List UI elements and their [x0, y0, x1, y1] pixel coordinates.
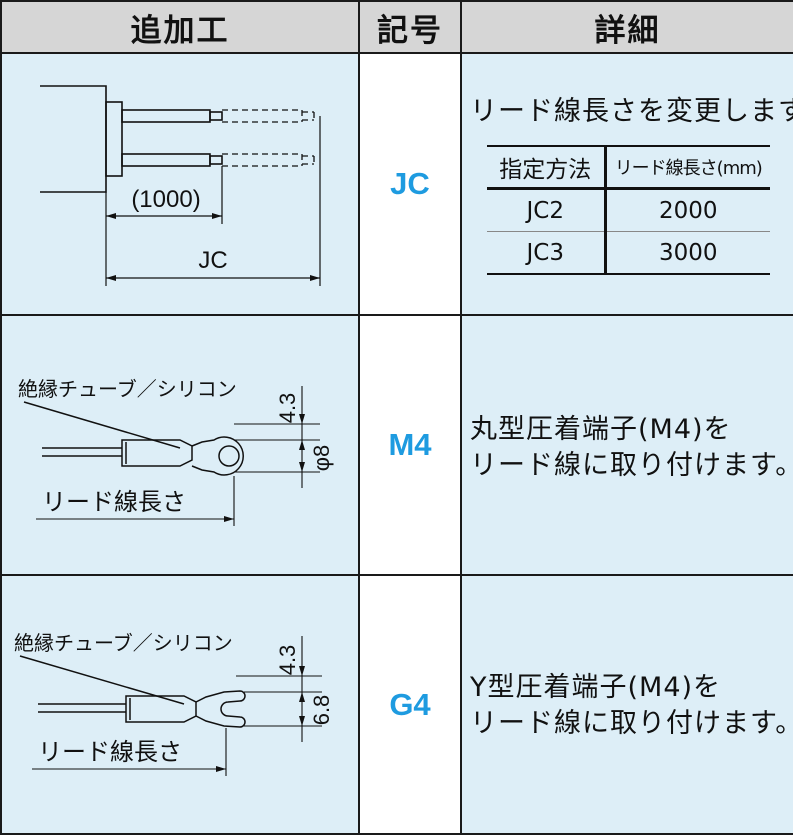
- code-jc: JC: [358, 52, 462, 316]
- m4-ring-terminal-diagram: 絶縁チューブ／シリコン: [18, 377, 334, 526]
- m4-dim-diameter: φ8: [309, 445, 334, 472]
- g4-figure-cell: 絶縁チューブ／シリコン: [0, 574, 360, 835]
- m4-tube-label: 絶縁チューブ／シリコン: [18, 377, 237, 401]
- g4-wire-length-label: リード線長さ: [38, 738, 182, 766]
- jc-dim-inner-label: (1000): [131, 186, 200, 213]
- spec-cell-length: 3000: [605, 231, 770, 275]
- code-g4: G4: [358, 574, 462, 835]
- spec-header-length: リード線長さ(mm): [605, 145, 770, 190]
- spec-row: JC2 2000: [487, 188, 770, 232]
- g4-tube-label: 絶縁チューブ／シリコン: [14, 631, 233, 655]
- row-g4: 絶縁チューブ／シリコン: [0, 574, 793, 835]
- spec-cell-method: JC3: [487, 231, 607, 275]
- row-m4: 絶縁チューブ／シリコン: [0, 314, 793, 576]
- m4-detail-line2: リード線に取り付けます。: [470, 450, 793, 481]
- m4-wire-length-label: リード線長さ: [42, 488, 186, 516]
- header-detail: 詳細: [460, 0, 793, 54]
- g4-detail-cell: Y型圧着端子(M4)を リード線に取り付けます。: [460, 574, 793, 835]
- header-processing: 追加工: [0, 0, 360, 54]
- jc-lead-wire-diagram: (1000) JC: [40, 85, 321, 286]
- g4-detail-line2: リード線に取り付けます。: [470, 708, 793, 739]
- jc-figure-cell: (1000) JC: [0, 52, 360, 316]
- jc-dim-outer-label: JC: [198, 247, 227, 274]
- g4-y-terminal-diagram: 絶縁チューブ／シリコン: [14, 631, 334, 776]
- row-jc: (1000) JC JC リード線長さを変更します。 指定方法 リード線長さ(m…: [0, 52, 793, 316]
- m4-detail-cell: 丸型圧着端子(M4)を リード線に取り付けます。: [460, 314, 793, 576]
- spec-row: JC3 3000: [487, 231, 770, 275]
- code-m4: M4: [358, 314, 462, 576]
- jc-spec-table: 指定方法 リード線長さ(mm) JC2 2000 JC3 3000: [487, 145, 770, 275]
- g4-detail-line1: Y型圧着端子(M4)を: [470, 672, 722, 703]
- spec-cell-method: JC2: [487, 188, 607, 232]
- header-code: 記号: [358, 0, 462, 54]
- jc-detail-text: リード線長さを変更します。: [470, 96, 793, 127]
- g4-dim-top: 4.3: [275, 645, 300, 676]
- g4-dim-width: 6.8: [309, 695, 334, 726]
- spec-cell-length: 2000: [605, 188, 770, 232]
- m4-detail-line1: 丸型圧着端子(M4)を: [470, 414, 732, 445]
- spec-header-method: 指定方法: [487, 145, 607, 190]
- m4-figure-cell: 絶縁チューブ／シリコン: [0, 314, 360, 576]
- m4-dim-top: 4.3: [275, 393, 300, 424]
- jc-detail-cell: リード線長さを変更します。 指定方法 リード線長さ(mm) JC2 2000 J…: [460, 52, 793, 316]
